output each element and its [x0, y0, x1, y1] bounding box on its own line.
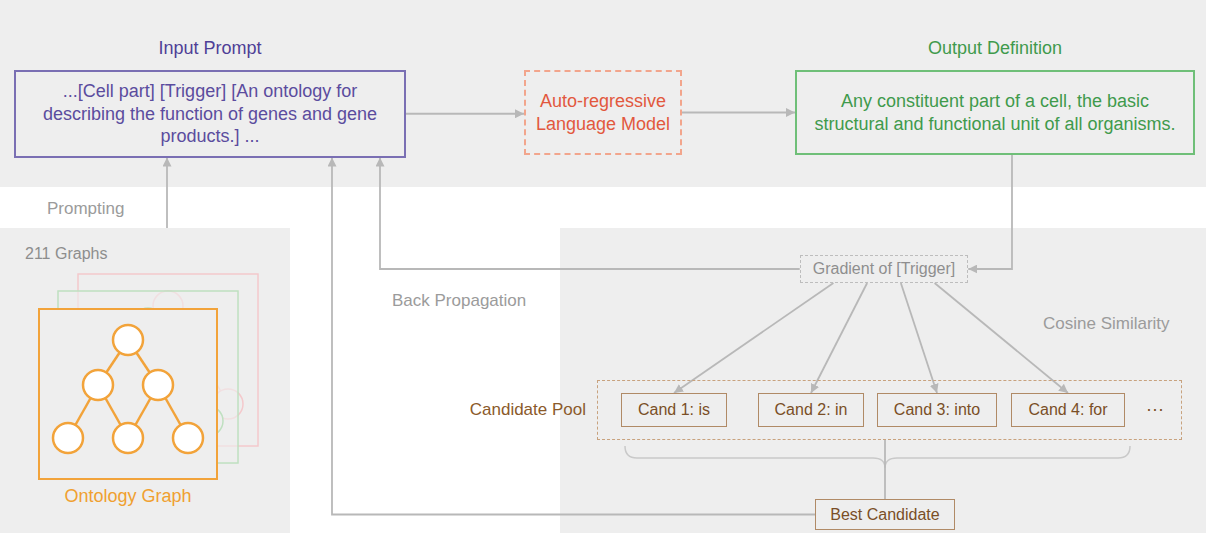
box-heading: Input Prompt: [16, 38, 404, 60]
box-text: 211 Graphs: [25, 244, 107, 264]
connector: [674, 283, 833, 393]
box-text: Cand 4: for: [1028, 400, 1107, 420]
connector: [166, 158, 168, 229]
left-panel: [0, 228, 290, 533]
box-text: Cand 2: in: [775, 400, 848, 420]
box-heading: Candidate Pool: [470, 400, 586, 420]
edge-label: Back Propagation: [392, 291, 526, 311]
box-heading: Ontology Graph: [10, 486, 246, 508]
connector: [811, 283, 867, 393]
gradient-box: Gradient of [Trigger]: [800, 255, 969, 283]
box-text: Cand 1: is: [638, 400, 710, 420]
connector: [682, 112, 795, 114]
connector: [406, 113, 524, 115]
ellipsis: ···: [1146, 399, 1164, 421]
top-band: [0, 0, 1206, 187]
prompt-box: Input Prompt...[Cell part] [Trigger] [An…: [14, 70, 406, 158]
bracket: [625, 446, 1130, 468]
candidate-box: Cand 2: in: [758, 393, 865, 427]
graph-ground: [38, 308, 218, 480]
method-label: Cosine Similarity: [1043, 314, 1170, 334]
connector: [968, 155, 1012, 269]
box-heading: Output Definition: [797, 38, 1193, 60]
box-text: Any constituent part of a cell, the basi…: [811, 90, 1179, 135]
candidate-box: Cand 3: into: [877, 393, 997, 427]
connector: [884, 440, 886, 499]
connector: [332, 158, 815, 515]
edge-label: Prompting: [47, 199, 124, 219]
ontology-graph: [53, 325, 203, 453]
connector: [935, 283, 1068, 393]
box-text: ...[Cell part] [Trigger] [An ontology fo…: [30, 80, 390, 148]
best-candidate-box: Best Candidate: [815, 499, 954, 530]
box-text: Best Candidate: [830, 505, 939, 525]
box-text: Cand 3: into: [894, 400, 980, 420]
graph-panel: 211 GraphsOntology Graph: [0, 228, 290, 533]
box-text: Gradient of [Trigger]: [813, 259, 956, 279]
candidate-pool: Candidate PoolCand 1: isCand 2: inCand 3…: [597, 380, 1182, 440]
candidate-box: Cand 1: is: [621, 393, 727, 427]
connector: [380, 158, 800, 270]
connector: [901, 283, 937, 393]
model-box: Auto-regressive Language Model: [524, 70, 682, 155]
right-panel: [560, 228, 1206, 533]
candidate-box: Cand 4: for: [1011, 393, 1124, 427]
box-text: Auto-regressive Language Model: [534, 90, 672, 135]
definition-box: Output DefinitionAny constituent part of…: [795, 70, 1195, 155]
ontology-frame: Ontology Graph: [38, 308, 218, 480]
